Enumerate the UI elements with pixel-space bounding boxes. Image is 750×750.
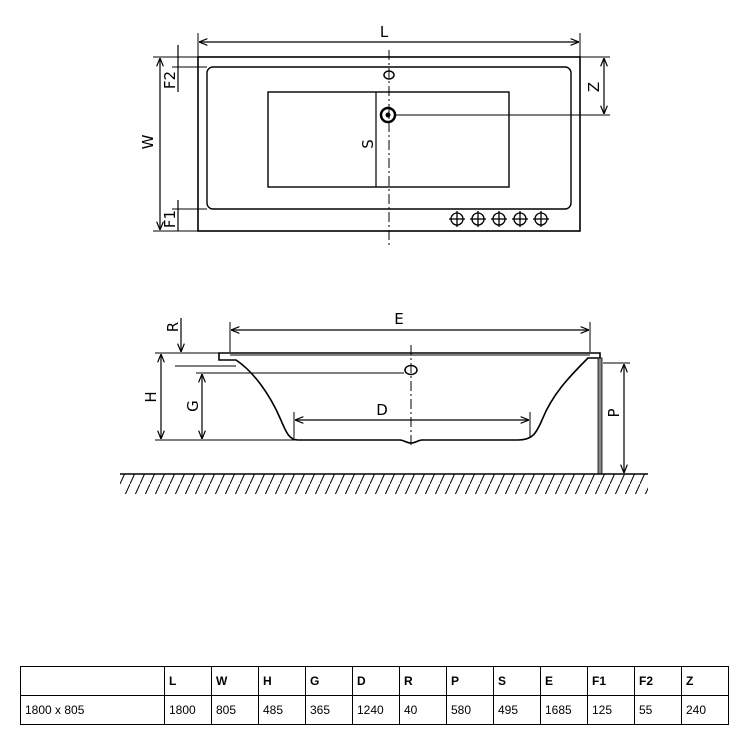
bathtub-technical-drawing: S L W F2 F1 Z [120,23,648,494]
table-header-cell: G [305,666,353,696]
label-f1: F1 [161,210,179,228]
label-f2: F2 [161,71,179,89]
table-header-cell: P [446,666,494,696]
label-w: W [139,134,157,149]
table-cell: 495 [493,695,541,725]
table-header-cell: W [211,666,259,696]
side-overflow-icon [404,364,418,376]
table-cell: 1685 [540,695,588,725]
table-cell: 125 [587,695,635,725]
table-header-cell: R [399,666,447,696]
table-cell: 1800 [164,695,212,725]
overflow-icon [383,70,395,80]
label-p: P [605,408,623,417]
table-cell: 805 [211,695,259,725]
table-cell-model: 1800 x 805 [20,695,165,725]
table-cell: 580 [446,695,494,725]
table-cell: 55 [634,695,682,725]
tub-leg [597,357,603,475]
table-header-row: L W H G D R P S E F1 F2 Z [20,666,729,696]
massage-jets-icon [449,211,549,227]
top-view: S L W F2 F1 Z [139,23,610,245]
table-header-cell: S [493,666,541,696]
table-row: 1800 x 805 1800 805 485 365 1240 40 580 … [20,695,729,725]
table-cell: 240 [681,695,729,725]
table-header-cell: D [352,666,400,696]
label-r: R [164,322,182,332]
table-header-cell [20,666,165,696]
table-cell: 365 [305,695,353,725]
label-l: L [380,23,389,41]
label-h: H [142,391,160,402]
label-g: G [184,400,202,412]
table-header-cell: E [540,666,588,696]
label-d: D [376,401,388,419]
table-header-cell: Z [681,666,729,696]
table-cell: 1240 [352,695,400,725]
dimensions-table: L W H G D R P S E F1 F2 Z 1800 x 805 180… [20,666,729,725]
table-cell: 40 [399,695,447,725]
table-header-cell: F1 [587,666,635,696]
table-header-cell: F2 [634,666,682,696]
table-cell: 485 [258,695,306,725]
side-view: E R H G D P [120,310,648,494]
floor-hatch [120,474,648,494]
label-z: Z [585,82,603,92]
table-header-cell: L [164,666,212,696]
label-e: E [394,310,403,328]
tub-side-profile [218,352,601,444]
table-header-cell: H [258,666,306,696]
label-s: S [359,139,377,149]
